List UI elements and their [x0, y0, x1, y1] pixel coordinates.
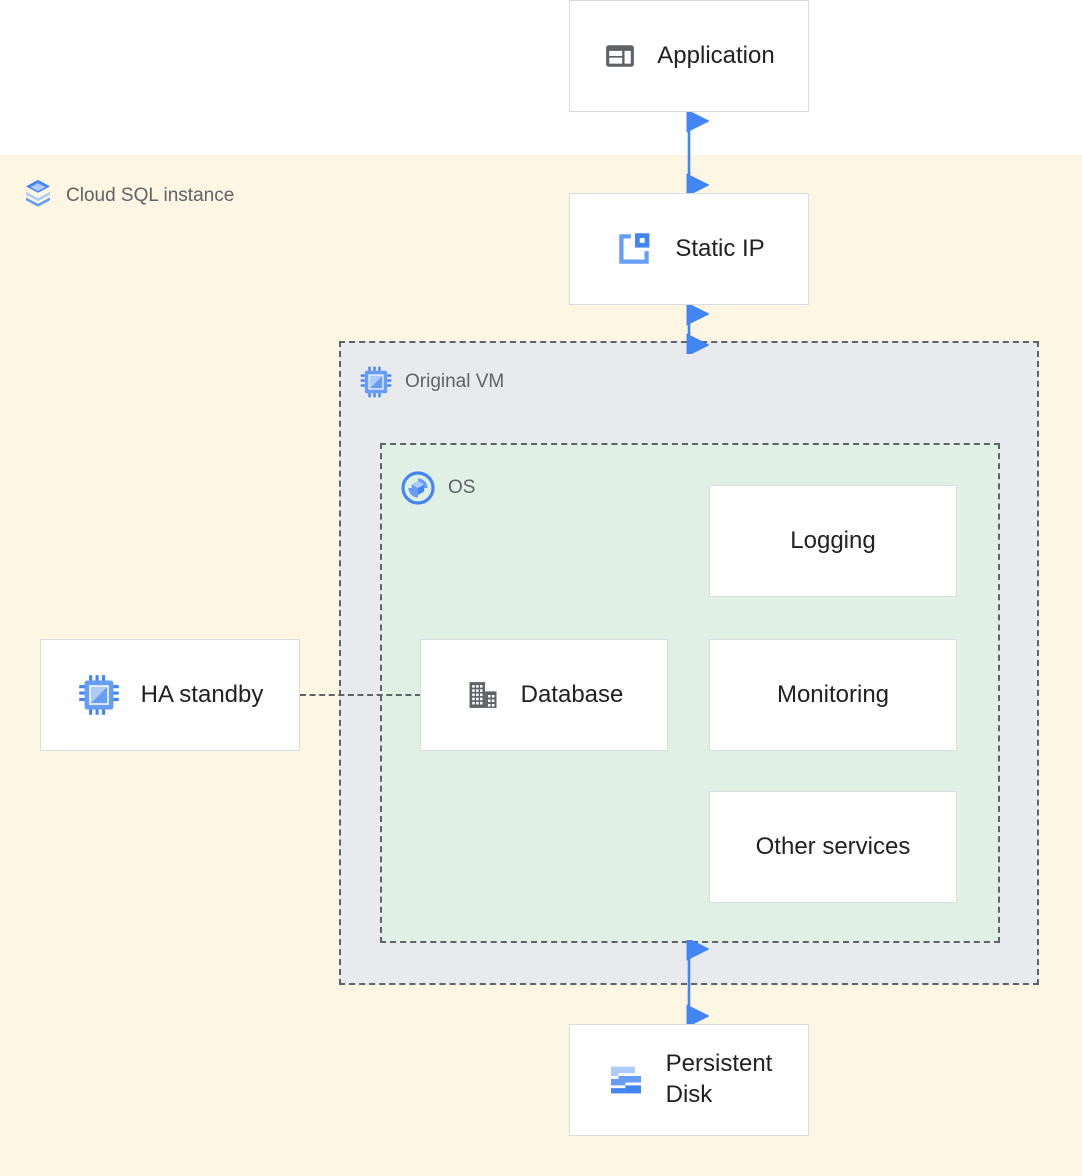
node-static-ip[interactable]: Static IP: [569, 193, 809, 305]
node-label: Static IP: [675, 234, 765, 262]
os-cube-icon: [401, 471, 435, 505]
node-label: Logging: [790, 526, 876, 554]
cloud-sql-icon: [22, 177, 54, 214]
region-label-text: Original VM: [405, 371, 505, 392]
static-ip-icon: [619, 233, 650, 264]
connector-vm-to-persistent-disk: [686, 940, 709, 1025]
database-building-icon: [469, 682, 497, 708]
node-logging[interactable]: Logging: [709, 485, 957, 597]
connector-application-to-static-ip: [686, 112, 709, 194]
region-label-text: OS: [448, 477, 476, 498]
persistent-disk-icon: [610, 1066, 641, 1094]
node-label: Persistent Disk: [665, 1050, 773, 1108]
region-label-cloud-sql-instance: Cloud SQL instance: [22, 177, 234, 214]
region-label-text: Cloud SQL instance: [66, 184, 235, 206]
node-label: Database: [520, 680, 624, 708]
node-persistent-disk[interactable]: Persistent Disk: [569, 1024, 809, 1136]
node-label: Application: [657, 41, 775, 69]
application-window-icon: [606, 45, 635, 67]
region-label-os: OS: [400, 470, 475, 506]
node-label: Monitoring: [776, 680, 890, 708]
node-ha-standby[interactable]: HA standby: [40, 639, 300, 751]
connector-ha-standby-to-database: [300, 694, 421, 696]
node-label: HA standby: [140, 680, 264, 708]
region-label-original-vm: Original VM: [359, 365, 504, 399]
node-label: Other services: [755, 832, 911, 860]
node-database[interactable]: Database: [420, 639, 668, 751]
node-application[interactable]: Application: [569, 0, 809, 112]
node-monitoring[interactable]: Monitoring: [709, 639, 957, 751]
node-other-services[interactable]: Other services: [709, 791, 957, 903]
cpu-chip-icon: [360, 366, 392, 398]
cpu-chip-icon: [78, 675, 119, 715]
connector-static-ip-to-vm: [686, 305, 709, 354]
